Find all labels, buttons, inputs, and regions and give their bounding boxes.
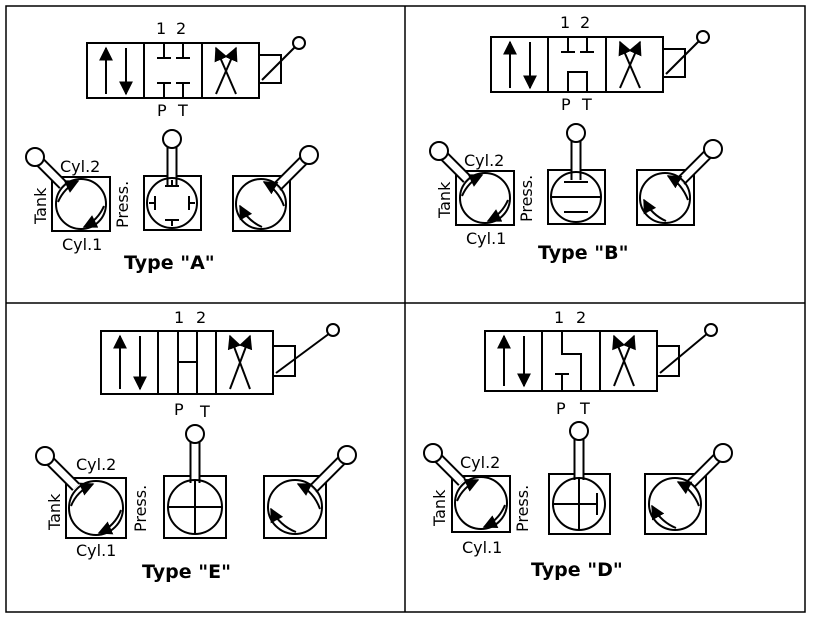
left-position-arrows (497, 334, 531, 388)
port-label-2: 2 (576, 308, 586, 327)
panel-title: Type "B" (538, 242, 628, 264)
left-position-arrows (99, 46, 133, 96)
rotary-view-left (25, 147, 111, 232)
label-tank: Tank (31, 187, 50, 225)
port-label-1: 1 (174, 308, 184, 327)
label-cyl2: Cyl.2 (60, 157, 100, 176)
port-label-1: 1 (156, 19, 166, 38)
center-position-float (555, 331, 582, 391)
rotary-view-right (636, 139, 723, 226)
right-position-cross-arrows (612, 334, 636, 387)
port-label-p: P (174, 400, 184, 419)
panel-type-d: 1 2 P T Cyl.2 Cyl.1 Tank Press. (423, 308, 733, 581)
label-tank: Tank (435, 181, 454, 219)
port-label-2: 2 (580, 13, 590, 32)
port-label-1: 1 (554, 308, 564, 327)
rotary-view-right (644, 443, 733, 535)
panel-type-e: 1 2 P T Cyl.2 Cyl.1 Tank Press. (35, 308, 357, 583)
label-tank: Tank (45, 493, 64, 531)
lever-actuator (258, 36, 306, 84)
center-position-open (177, 331, 198, 394)
valve-symbol (484, 323, 718, 392)
panel-title: Type "A" (124, 252, 215, 274)
right-position-cross-arrows (618, 40, 642, 89)
valve-symbol (490, 30, 710, 93)
rotary-view-center (143, 129, 202, 231)
left-position-arrows (113, 334, 147, 391)
label-cyl2: Cyl.2 (76, 455, 116, 474)
port-label-1: 1 (560, 13, 570, 32)
lever-actuator (272, 323, 340, 377)
port-label-2: 2 (196, 308, 206, 327)
label-cyl1: Cyl.1 (466, 229, 506, 248)
valve-symbol (86, 36, 306, 99)
center-position-tandem (561, 37, 594, 92)
panel-type-a: 1 2 P T Cyl.2 Cyl.1 Tank Press. (25, 19, 319, 274)
rotary-view-left (429, 141, 515, 226)
label-cyl2: Cyl.2 (460, 453, 500, 472)
right-position-cross-arrows (227, 334, 253, 390)
port-label-p: P (157, 101, 167, 120)
port-label-p: P (556, 399, 566, 418)
label-cyl1: Cyl.1 (62, 235, 102, 254)
lever-actuator (662, 30, 710, 78)
center-position-blocked-ports (157, 43, 190, 98)
panel-type-b: 1 2 P T Cyl.2 Cyl.1 Tank Press. (429, 13, 723, 264)
rotary-view-left (35, 446, 127, 539)
rotary-view-center (163, 424, 227, 539)
port-label-p: P (561, 95, 571, 114)
panel-title: Type "E" (142, 561, 231, 583)
port-label-t: T (177, 101, 188, 120)
label-press: Press. (113, 181, 132, 228)
port-label-t: T (581, 95, 592, 114)
rotary-view-center (547, 123, 606, 225)
port-label-2: 2 (176, 19, 186, 38)
panel-title: Type "D" (531, 559, 623, 581)
rotary-view-right (263, 445, 357, 539)
left-position-arrows (503, 40, 537, 90)
rotary-view-left (423, 443, 511, 533)
lever-actuator (656, 323, 718, 377)
label-press: Press. (517, 175, 536, 222)
label-press: Press. (513, 485, 532, 532)
rotary-view-right (232, 145, 319, 232)
right-position-cross-arrows (214, 46, 238, 95)
valve-symbol (100, 323, 340, 395)
label-cyl2: Cyl.2 (464, 151, 504, 170)
rotary-view-center (548, 421, 611, 535)
label-tank: Tank (430, 489, 449, 527)
port-label-t: T (579, 399, 590, 418)
label-press: Press. (131, 485, 150, 532)
port-label-t: T (199, 402, 210, 421)
label-cyl1: Cyl.1 (76, 541, 116, 560)
label-cyl1: Cyl.1 (462, 538, 502, 557)
